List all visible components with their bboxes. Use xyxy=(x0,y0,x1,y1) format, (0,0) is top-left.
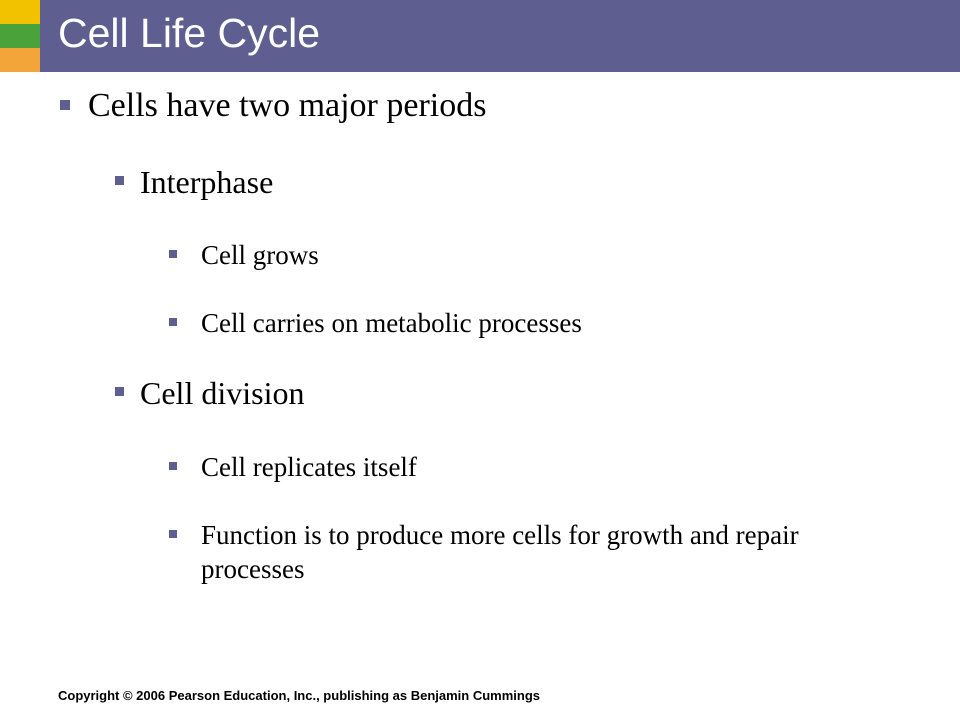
square-bullet-icon xyxy=(169,462,177,470)
slide-title: Cell Life Cycle xyxy=(58,10,321,56)
bullet-text: Cell replicates itself xyxy=(201,452,417,482)
bullet-function: Function is to produce more cells for gr… xyxy=(169,518,891,586)
accent-strip-green xyxy=(0,24,40,48)
square-bullet-icon xyxy=(169,530,177,538)
bullet-text: Cell grows xyxy=(201,240,319,270)
bullet-metabolic: Cell carries on metabolic processes xyxy=(169,306,582,340)
bullet-cell-division: Cell division xyxy=(115,374,304,412)
square-bullet-icon xyxy=(169,318,177,326)
accent-strip-yellow xyxy=(0,0,40,24)
accent-strip-orange xyxy=(0,48,40,72)
bullet-text: Interphase xyxy=(140,164,274,200)
copyright-footer: Copyright © 2006 Pearson Education, Inc.… xyxy=(58,688,540,703)
bullet-interphase: Interphase xyxy=(115,163,273,201)
bullet-level1: Cells have two major periods xyxy=(60,86,486,126)
square-bullet-icon xyxy=(60,100,70,110)
square-bullet-icon xyxy=(115,176,124,185)
square-bullet-icon xyxy=(169,250,177,258)
bullet-replicates: Cell replicates itself xyxy=(169,450,417,484)
title-bar xyxy=(40,0,960,72)
bullet-cell-grows: Cell grows xyxy=(169,238,319,272)
square-bullet-icon xyxy=(115,387,124,396)
bullet-text: Cell division xyxy=(140,375,305,411)
bullet-text: Cells have two major periods xyxy=(88,87,487,124)
bullet-text: Function is to produce more cells for gr… xyxy=(201,520,799,584)
bullet-text: Cell carries on metabolic processes xyxy=(201,308,582,338)
